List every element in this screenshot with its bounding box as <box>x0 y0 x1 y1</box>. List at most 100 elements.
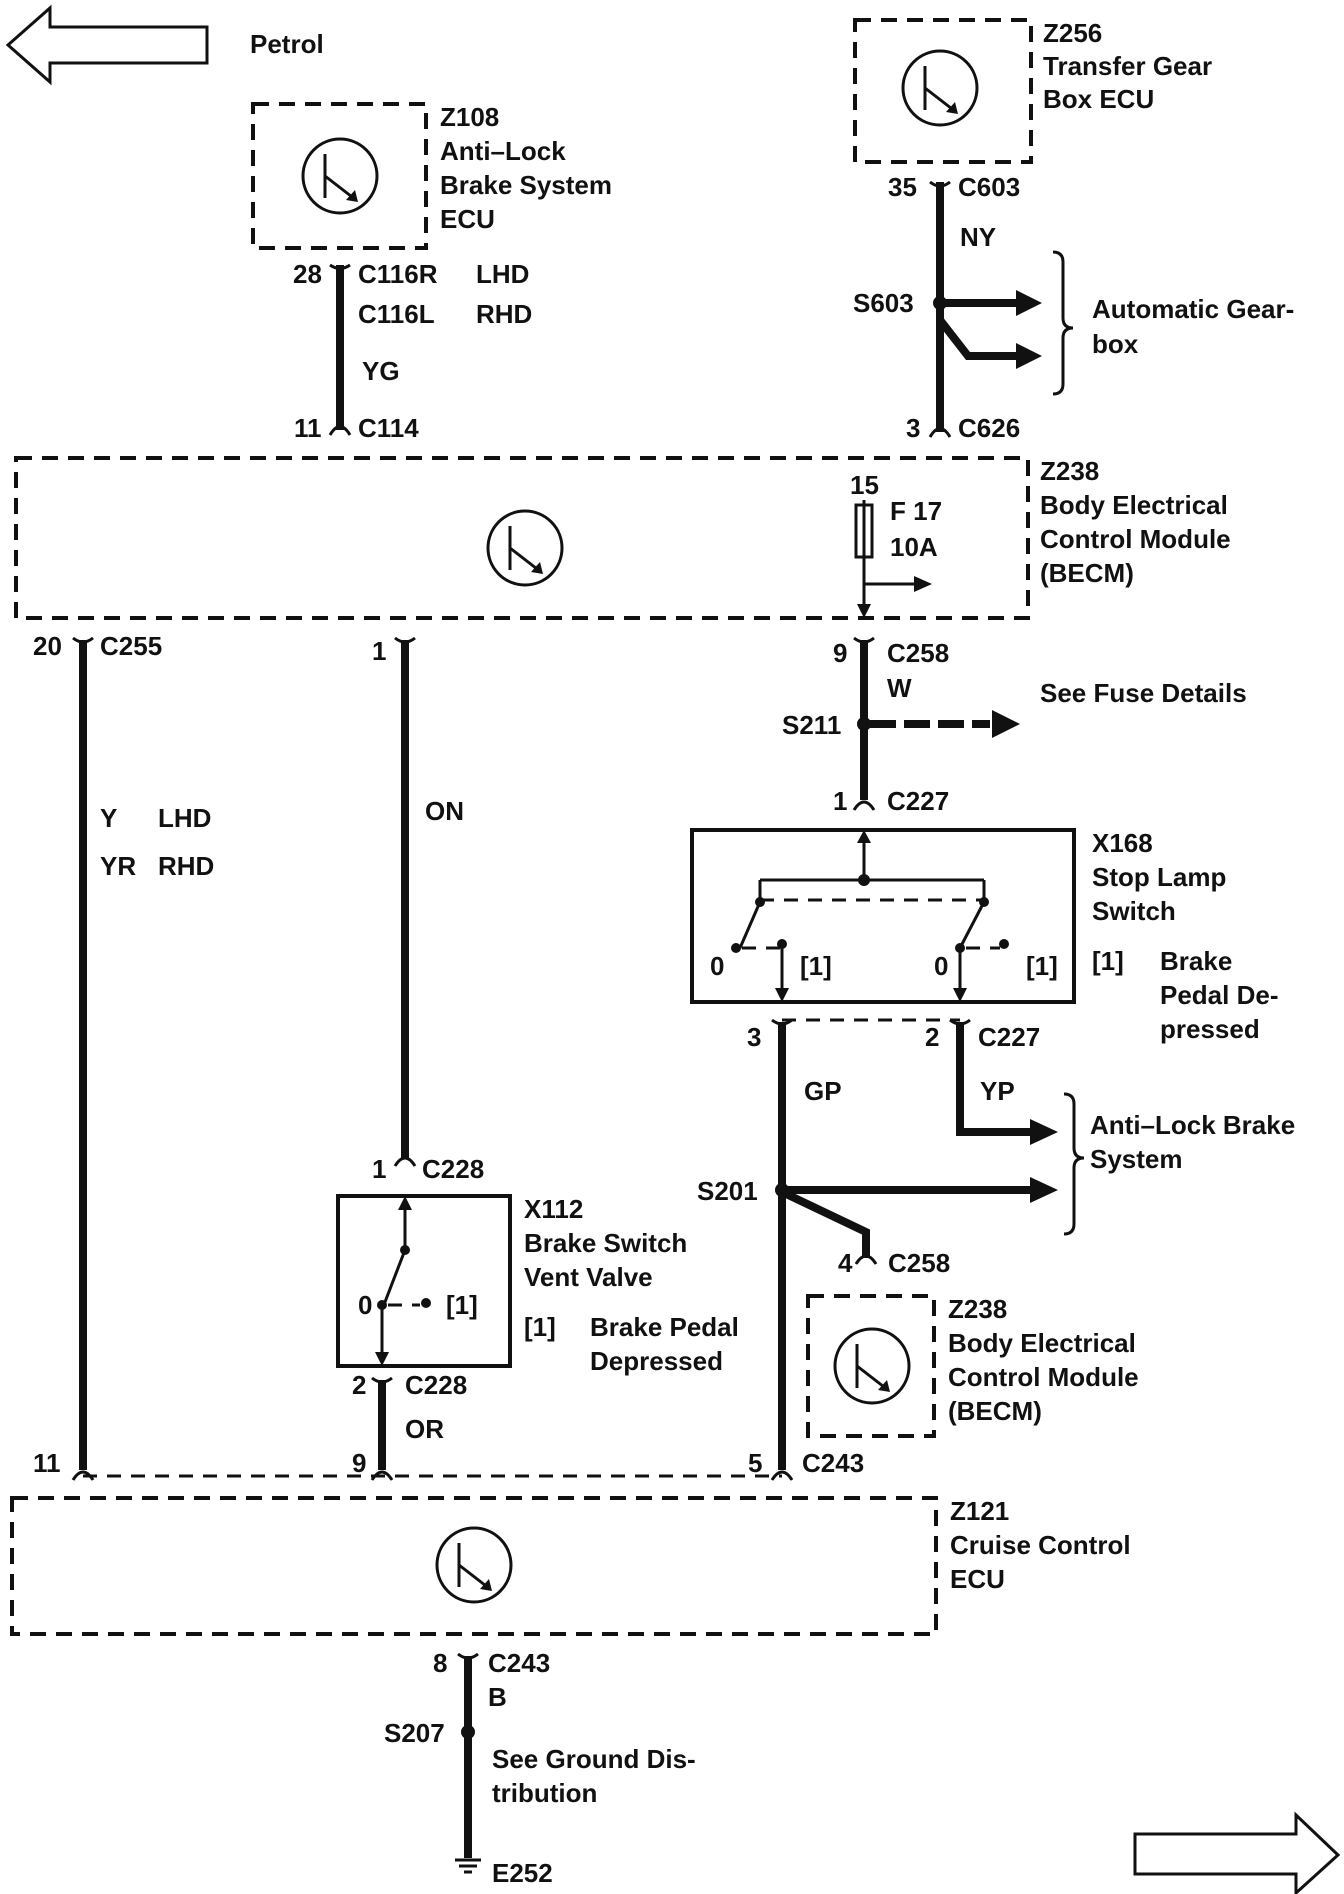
x112-line1: Brake Switch <box>524 1228 687 1258</box>
conn-lhd1: LHD <box>476 259 529 289</box>
x168-pos1-left: [1] <box>800 951 832 981</box>
pin-1a: 1 <box>372 636 386 666</box>
wire-yp <box>956 1022 1030 1136</box>
conn-c116l: C116L <box>358 299 435 329</box>
arrow-right-icon[interactable] <box>1133 1811 1341 1894</box>
z238-small-line1: Body Electrical <box>948 1328 1136 1358</box>
abs-bracket <box>1063 1092 1085 1236</box>
fuse-rating: 10A <box>890 532 938 562</box>
x112-id: X112 <box>524 1194 583 1224</box>
connector-c228b-mark <box>371 1376 393 1384</box>
connector-c258a-mark <box>853 636 875 644</box>
splice-s201: S201 <box>697 1176 758 1206</box>
s201-arrow <box>1030 1177 1058 1203</box>
wire-yr-label: YR <box>100 851 136 881</box>
pin-4: 4 <box>838 1248 853 1278</box>
conn-c258b: C258 <box>888 1248 950 1278</box>
ref-abs-line2: System <box>1090 1144 1183 1174</box>
conn-c227b: C227 <box>978 1022 1040 1052</box>
z256-id: Z256 <box>1043 18 1102 48</box>
pin-1b: 1 <box>833 786 847 816</box>
fuse-pin: 15 <box>850 470 879 500</box>
z108-line2: Brake System <box>440 170 612 200</box>
yp-arrow <box>1030 1119 1058 1145</box>
x168-note-tag: [1] <box>1092 946 1124 976</box>
fuse-name: F 17 <box>890 496 942 526</box>
x112-note-tag: [1] <box>524 1312 556 1342</box>
pin-35: 35 <box>888 172 917 202</box>
arrow-left-icon[interactable] <box>5 4 209 86</box>
x168-line2: Switch <box>1092 896 1176 926</box>
fuse-output-arrow <box>914 576 932 592</box>
pin-28: 28 <box>293 259 322 289</box>
z121-ecu-icon <box>435 1526 513 1604</box>
z108-line1: Anti–Lock <box>440 136 566 166</box>
z121-id: Z121 <box>950 1496 1009 1526</box>
z121-module-box <box>10 1496 938 1636</box>
conn-c227a: C227 <box>887 786 949 816</box>
z256-line2: Box ECU <box>1043 84 1154 114</box>
pin-8: 8 <box>433 1648 447 1678</box>
ground-e252: E252 <box>492 1858 553 1888</box>
connector-c116-mark <box>329 263 351 270</box>
s211-arrow <box>992 710 1020 738</box>
ref-fuse-details: See Fuse Details <box>1040 678 1247 708</box>
ref-ground-line1: See Ground Dis- <box>492 1744 696 1774</box>
s603-arrow-1 <box>1016 290 1042 316</box>
auto-gearbox-bracket <box>1052 250 1074 396</box>
x168-note2: Pedal De- <box>1160 980 1279 1010</box>
conn-c258a: C258 <box>887 638 949 668</box>
z238-main-line3: (BECM) <box>1040 558 1134 588</box>
z238-main-module-box <box>14 456 1030 620</box>
z238-small-module-box <box>806 1294 936 1438</box>
conn-c116r: C116R <box>358 259 438 289</box>
x168-note3: pressed <box>1160 1014 1260 1044</box>
connector-c603-mark <box>929 180 951 188</box>
splice-s211-dot <box>857 717 871 731</box>
wire-rhd2-label: RHD <box>158 851 214 881</box>
x168-note1: Brake <box>1160 946 1232 976</box>
ground-icon <box>455 1858 481 1874</box>
auto-gearbox-line1: Automatic Gear- <box>1092 294 1294 324</box>
x112-note2: Depressed <box>590 1346 723 1376</box>
pin-2a: 2 <box>925 1022 939 1052</box>
s603-arrow-2 <box>1016 343 1042 369</box>
conn-c255: C255 <box>100 631 162 661</box>
ref-ground-line2: tribution <box>492 1778 597 1808</box>
conn-c228a: C228 <box>422 1154 484 1184</box>
z238-small-ecu-icon <box>833 1327 911 1405</box>
conn-c243b: C243 <box>488 1648 550 1678</box>
z121-line1: Cruise Control <box>950 1530 1131 1560</box>
pin-3a: 3 <box>906 413 920 443</box>
x112-pos1: [1] <box>446 1290 478 1320</box>
pin-11b: 11 <box>33 1448 61 1478</box>
z238-small-line2: Control Module <box>948 1362 1139 1392</box>
z256-ecu-icon <box>901 49 979 127</box>
conn-c243a: C243 <box>802 1448 864 1478</box>
z238-main-line2: Control Module <box>1040 524 1231 554</box>
pin-1c: 1 <box>372 1154 386 1184</box>
x168-switch-box <box>690 828 1076 1004</box>
connector-c114-mark <box>328 425 352 436</box>
wire-on-label: ON <box>425 796 464 826</box>
connector-c255-on-mark <box>394 636 416 644</box>
wire-gp-label: GP <box>804 1076 842 1106</box>
conn-c626: C626 <box>958 413 1020 443</box>
x112-note1: Brake Pedal <box>590 1312 739 1342</box>
connector-c228a-mark <box>393 1156 417 1167</box>
wire-or-label: OR <box>405 1414 444 1444</box>
connector-c255-mark <box>72 636 94 644</box>
wire-y-label: Y <box>100 803 117 833</box>
pin-9a: 9 <box>833 638 847 668</box>
splice-s211: S211 <box>782 710 841 740</box>
z238-main-ecu-icon <box>486 509 564 587</box>
connector-c227-yp-mark <box>949 1018 971 1026</box>
x168-pos0-right: 0 <box>934 951 948 981</box>
wire-w-label: W <box>887 673 912 703</box>
z108-id: Z108 <box>440 102 499 132</box>
connector-c626-mark <box>928 427 952 438</box>
z238-main-id: Z238 <box>1040 456 1099 486</box>
conn-c114: C114 <box>358 413 419 443</box>
splice-s207-dot <box>461 1725 475 1739</box>
z108-module-box <box>251 102 428 250</box>
